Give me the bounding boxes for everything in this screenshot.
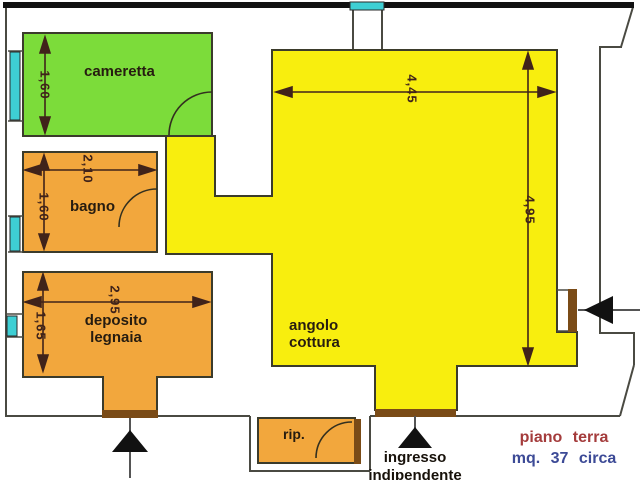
dimension-arrows bbox=[22, 34, 557, 374]
entrance-arrow-up-deposito-icon bbox=[112, 430, 148, 452]
dim-cameretta-height: 1,60 bbox=[37, 70, 53, 100]
window-cameretta bbox=[9, 51, 21, 121]
outer-walls bbox=[5, 5, 635, 472]
sill-main-entry bbox=[375, 409, 456, 417]
label-cameretta: cameretta bbox=[84, 63, 155, 80]
door-arc-cameretta bbox=[168, 91, 213, 136]
label-piano-terra: piano terra bbox=[519, 429, 609, 446]
entrance-arrows bbox=[112, 296, 640, 478]
label-deposito: deposito legnaia bbox=[84, 312, 148, 346]
door-arcs bbox=[118, 91, 353, 459]
label-rip: rip. bbox=[283, 426, 305, 442]
label-bagno: bagno bbox=[70, 198, 115, 215]
label-ingresso-indipendente: ingresso indipendente bbox=[368, 449, 462, 480]
dim-bagno-width: 2,10 bbox=[80, 154, 96, 184]
door-arc-bagno bbox=[118, 188, 158, 228]
windows bbox=[5, 1, 385, 338]
room-cameretta-shape bbox=[22, 32, 213, 137]
window-bagno bbox=[9, 216, 21, 252]
label-angolo-cottura: angolo cottura bbox=[289, 317, 340, 351]
door-arc-rip bbox=[315, 421, 353, 459]
top-wall-bar bbox=[3, 2, 634, 8]
door-sills bbox=[102, 289, 577, 464]
room-angolo-cottura-shape bbox=[165, 49, 578, 411]
label-mq-37-circa: mq. 37 circa bbox=[511, 450, 617, 467]
window-deposito bbox=[6, 315, 18, 337]
entrance-arrow-up-main-icon bbox=[398, 427, 432, 448]
dim-deposito-height: 1,65 bbox=[33, 311, 49, 341]
window-top-bay bbox=[349, 1, 385, 11]
sill-deposito-entry bbox=[102, 410, 158, 418]
dim-bagno-height: 1,60 bbox=[36, 192, 52, 222]
entrance-arrow-left-icon bbox=[584, 296, 613, 324]
sill-right-entry bbox=[568, 289, 577, 332]
dim-deposito-width: 2,95 bbox=[107, 285, 123, 315]
room-rip-shape bbox=[257, 417, 356, 464]
dim-cottura-width: 4,45 bbox=[404, 74, 420, 104]
sill-rip-door bbox=[354, 419, 361, 464]
dim-cottura-height: 4,95 bbox=[522, 195, 538, 225]
